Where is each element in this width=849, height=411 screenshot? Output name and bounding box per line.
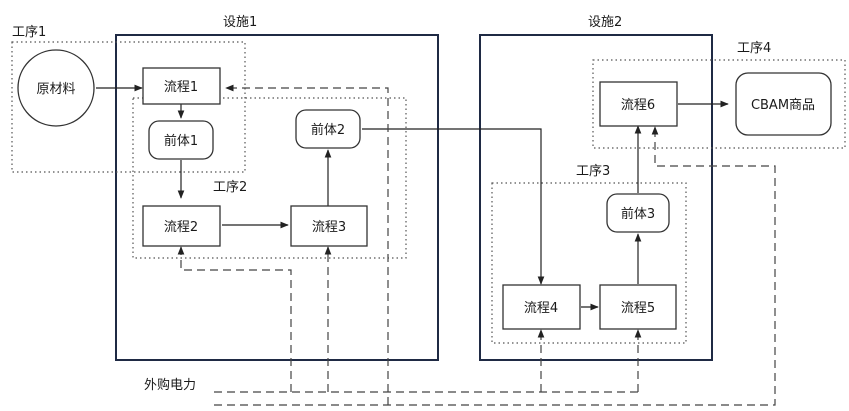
node-flow1: 流程1 [142, 67, 221, 105]
precursor2-text: 前体2 [311, 122, 345, 138]
raw-material-text: 原材料 [36, 82, 75, 97]
purchased-power-label: 外购电力 [144, 377, 196, 393]
cbam-goods-text: CBAM商品 [751, 98, 815, 113]
node-precursor3: 前体3 [606, 193, 670, 233]
process4-boundary [592, 59, 846, 149]
node-flow4: 流程4 [502, 284, 581, 330]
arrow-precursor2-to-flow4 [362, 128, 545, 285]
process4-label: 工序4 [737, 41, 771, 56]
power-line-outer [214, 126, 776, 406]
facility1-label: 设施1 [223, 15, 257, 30]
process1-label: 工序1 [12, 25, 46, 40]
node-flow6: 流程6 [599, 81, 678, 127]
flow1-text: 流程1 [164, 80, 198, 95]
power-line-flow2 [177, 246, 292, 392]
node-precursor1: 前体1 [148, 120, 214, 160]
power-line-flow1 [225, 84, 389, 405]
node-cbam-goods: CBAM商品 [735, 72, 832, 136]
process2-label: 工序2 [213, 180, 247, 195]
precursor3-text: 前体3 [621, 206, 655, 222]
flow5-text: 流程5 [621, 301, 655, 316]
node-raw-material: 原材料 [17, 49, 95, 127]
precursor1-text: 前体1 [164, 133, 198, 149]
flow6-text: 流程6 [621, 98, 655, 113]
node-flow3: 流程3 [290, 205, 368, 247]
node-precursor2: 前体2 [295, 109, 361, 149]
process1-boundary [11, 41, 246, 173]
flow2-text: 流程2 [164, 220, 198, 235]
node-flow5: 流程5 [599, 284, 677, 330]
facility2-boundary [479, 34, 713, 361]
process2-boundary [132, 97, 407, 259]
node-flow2: 流程2 [142, 205, 221, 247]
flow3-text: 流程3 [312, 220, 346, 235]
facility2-label: 设施2 [588, 15, 622, 30]
process3-label: 工序3 [576, 164, 610, 179]
facility1-boundary [115, 34, 439, 361]
process3-boundary [491, 182, 687, 344]
flow4-text: 流程4 [524, 301, 558, 316]
